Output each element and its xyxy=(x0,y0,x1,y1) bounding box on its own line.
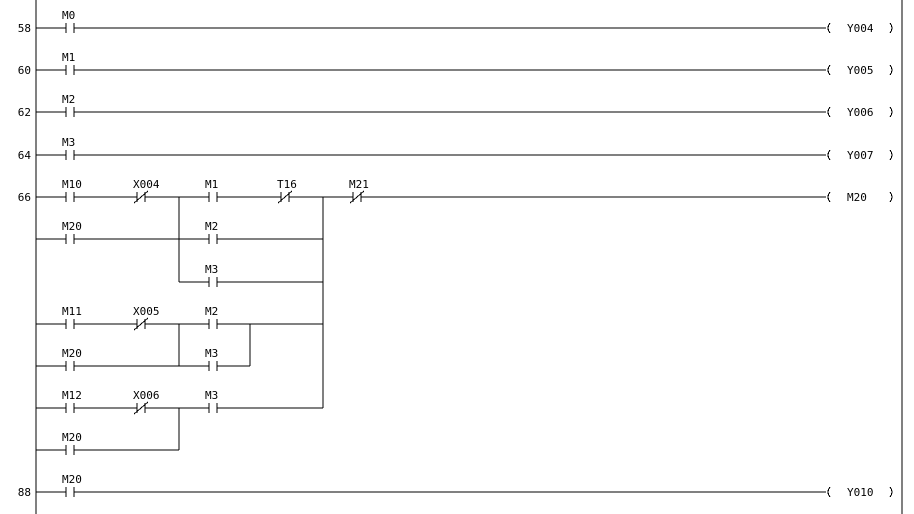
output-coil[interactable]: Y006 xyxy=(827,106,893,119)
contact-label: M1 xyxy=(62,51,75,64)
nc-contact[interactable]: X006 xyxy=(133,389,160,415)
contact-label: M10 xyxy=(62,178,82,191)
output-coil[interactable]: Y004 xyxy=(827,22,893,35)
no-contact[interactable]: M12 xyxy=(62,389,82,413)
contact-label: X006 xyxy=(133,389,160,402)
contact-label: M20 xyxy=(62,473,82,486)
no-contact[interactable]: M3 xyxy=(205,263,218,287)
output-coil[interactable]: Y007 xyxy=(827,149,893,162)
coil-label: Y010 xyxy=(847,486,874,499)
output-coil[interactable]: Y010 xyxy=(827,486,893,499)
contact-label: X005 xyxy=(133,305,160,318)
no-contact[interactable]: M1 xyxy=(205,178,218,202)
contact-label: M21 xyxy=(349,178,369,191)
contact-label: M3 xyxy=(205,263,218,276)
contact-label: M20 xyxy=(62,431,82,444)
coil-label: M20 xyxy=(847,191,867,204)
nc-contact[interactable]: T16 xyxy=(277,178,297,204)
no-contact[interactable]: M10 xyxy=(62,178,82,202)
contact-label: M11 xyxy=(62,305,82,318)
contact-label: M3 xyxy=(62,136,75,149)
step-number: 66 xyxy=(18,191,31,204)
coil-label: Y007 xyxy=(847,149,874,162)
nc-contact[interactable]: X004 xyxy=(133,178,160,204)
contact-label: M3 xyxy=(205,347,218,360)
contact-label: M12 xyxy=(62,389,82,402)
output-coil[interactable]: Y005 xyxy=(827,64,893,77)
contact-label: M0 xyxy=(62,9,75,22)
contact-label: X004 xyxy=(133,178,160,191)
contact-label: T16 xyxy=(277,178,297,191)
nc-contact[interactable]: X005 xyxy=(133,305,160,331)
no-contact[interactable]: M20 xyxy=(62,473,82,497)
no-contact[interactable]: M2 xyxy=(205,220,218,244)
contact-label: M2 xyxy=(205,220,218,233)
step-number: 62 xyxy=(18,106,31,119)
no-contact[interactable]: M3 xyxy=(205,389,218,413)
no-contact[interactable]: M20 xyxy=(62,431,82,455)
coil-label: Y004 xyxy=(847,22,874,35)
step-number: 64 xyxy=(18,149,32,162)
step-number: 60 xyxy=(18,64,31,77)
no-contact[interactable]: M2 xyxy=(62,93,75,117)
contact-label: M20 xyxy=(62,347,82,360)
contact-label: M1 xyxy=(205,178,218,191)
contact-label: M20 xyxy=(62,220,82,233)
no-contact[interactable]: M11 xyxy=(62,305,82,329)
no-contact[interactable]: M20 xyxy=(62,220,82,244)
no-contact[interactable]: M1 xyxy=(62,51,75,75)
contact-label: M2 xyxy=(62,93,75,106)
no-contact[interactable]: M20 xyxy=(62,347,82,371)
step-number: 58 xyxy=(18,22,31,35)
nc-contact[interactable]: M21 xyxy=(349,178,369,204)
step-number: 88 xyxy=(18,486,31,499)
contact-label: M3 xyxy=(205,389,218,402)
output-coil[interactable]: M20 xyxy=(827,191,893,204)
coil-label: Y005 xyxy=(847,64,874,77)
contact-label: M2 xyxy=(205,305,218,318)
no-contact[interactable]: M3 xyxy=(62,136,75,160)
no-contact[interactable]: M3 xyxy=(205,347,218,371)
no-contact[interactable]: M2 xyxy=(205,305,218,329)
no-contact[interactable]: M0 xyxy=(62,9,75,33)
coil-label: Y006 xyxy=(847,106,874,119)
